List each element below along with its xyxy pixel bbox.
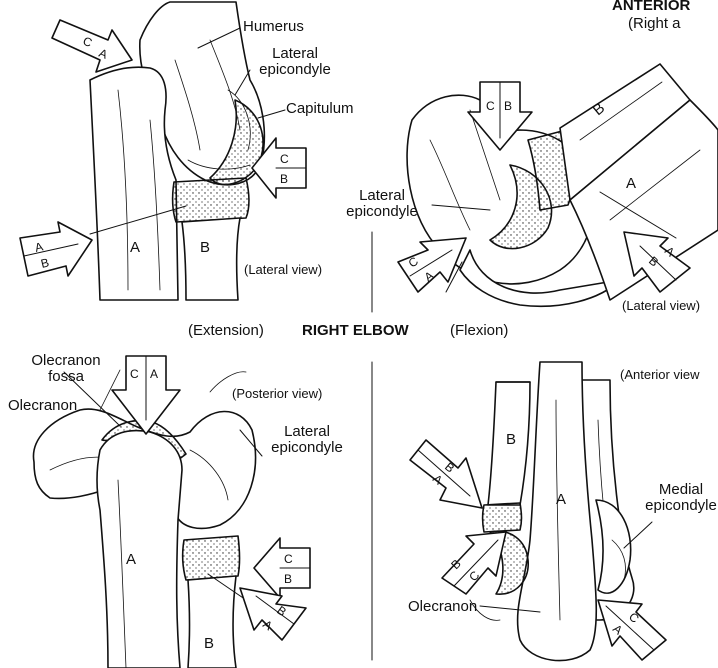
bone-letter-a: A — [130, 239, 140, 256]
radius-anterior-stipple — [483, 503, 522, 532]
radius-head-stipple — [173, 178, 249, 222]
label-olecranon: Olecranon — [408, 599, 477, 615]
arrow-letter: B — [284, 572, 292, 586]
label-line: Lateral — [255, 46, 335, 62]
label-lateral-epicondyle: Lateral epicondyle — [332, 188, 432, 220]
ulna-posterior-a — [97, 431, 182, 668]
label-humerus: Humerus — [243, 19, 304, 35]
label-line: epicondyle — [332, 204, 432, 220]
arrow-letter: C — [280, 152, 289, 166]
arrow-letter: B — [280, 172, 288, 186]
label-lateral-epicondyle: Lateral epicondyle — [262, 424, 352, 456]
arrow-letter: C — [284, 552, 293, 566]
label-line: Lateral — [262, 424, 352, 440]
bone-letter-a: A — [626, 175, 636, 192]
header-subtitle: (Right a — [628, 16, 681, 32]
bone-letter-a: A — [126, 551, 136, 568]
label-line: Medial — [636, 482, 718, 498]
bone-letter-b: B — [200, 239, 210, 256]
view-label-lateral: (Lateral view) — [244, 262, 322, 278]
top-right-figure — [398, 64, 718, 306]
ulna-bone-a — [90, 67, 178, 300]
label-extension: (Extension) — [188, 323, 264, 339]
label-line: fossa — [20, 369, 112, 385]
arrow-ba-lower-bottom-left — [240, 588, 306, 640]
bottom-right-figure — [410, 362, 666, 661]
bone-letter-a: A — [556, 491, 566, 508]
label-lateral-epicondyle: Lateral epicondyle — [255, 46, 335, 78]
label-line: Olecranon — [20, 353, 112, 369]
label-olecranon: Olecranon — [8, 398, 77, 414]
label-medial-epicondyle: Medial epicondyle — [636, 482, 718, 514]
arrow-ba-upper-bottom-right — [410, 440, 482, 508]
label-line: epicondyle — [262, 440, 352, 456]
label-line: epicondyle — [255, 62, 335, 78]
radius-posterior-b — [188, 576, 236, 668]
label-line: Lateral — [332, 188, 432, 204]
view-label-anterior: (Anterior view — [620, 367, 699, 383]
arrow-ca-top-left — [52, 20, 132, 72]
label-flexion: (Flexion) — [450, 323, 508, 339]
arrow-letter: C — [486, 99, 495, 113]
diagram-title: RIGHT ELBOW — [302, 323, 409, 339]
view-label-lateral: (Lateral view) — [622, 298, 700, 314]
label-capitulum: Capitulum — [286, 101, 354, 117]
header-title: ANTERIOR — [612, 0, 690, 14]
arrow-letter: A — [150, 367, 158, 381]
arrow-letter: B — [504, 99, 512, 113]
bone-letter-b: B — [204, 635, 214, 652]
view-label-posterior: (Posterior view) — [232, 386, 322, 402]
arrow-letter: C — [130, 367, 139, 381]
radius-bone-b — [182, 218, 240, 300]
bone-letter-b: B — [506, 431, 516, 448]
radius-posterior-stipple — [183, 536, 240, 580]
label-olecranon-fossa: Olecranon fossa — [20, 353, 112, 385]
label-line: epicondyle — [636, 498, 718, 514]
arrow-ca-bottom-top-right — [398, 238, 466, 292]
